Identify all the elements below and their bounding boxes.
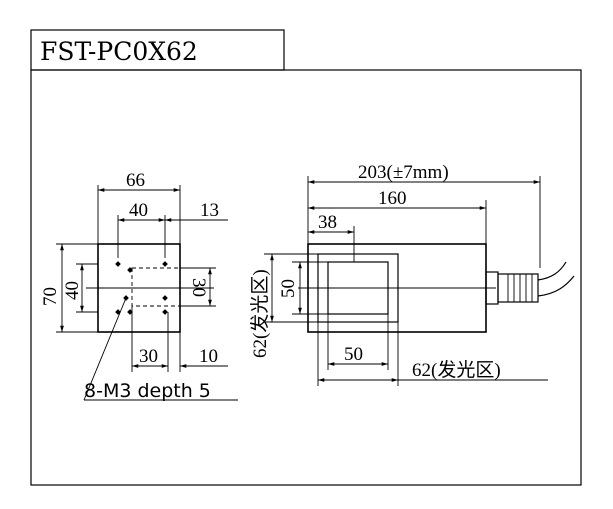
connector-knurl [497, 273, 539, 303]
cable-lower [537, 275, 575, 297]
dim-hole-spacing-v: 40 [62, 281, 83, 300]
mounting-holes [115, 261, 168, 315]
dim-emitting-width: 62(发光区) [412, 359, 501, 381]
hole-note: 8-M3 depth 5 [84, 380, 211, 402]
dim-edge-offset: 13 [200, 200, 219, 221]
cable [537, 261, 567, 281]
dim-inner-width: 50 [344, 344, 363, 365]
side-view: 203(±7mm) 160 38 62(发光区) 50 50 62(发光区) [249, 162, 575, 386]
dim-total-length: 203(±7mm) [358, 162, 449, 183]
dim-window-offset: 38 [318, 212, 337, 233]
dim-edge-offset-bottom: 10 [199, 346, 218, 367]
dim-window-height: 30 [188, 278, 209, 297]
page-title: FST-PC0X62 [40, 37, 198, 66]
dim-inner-height: 50 [278, 279, 299, 298]
front-window [131, 267, 181, 307]
dim-emitting-height: 62(发光区) [249, 269, 271, 358]
front-view: 66 40 13 70 40 30 30 10 8- [40, 170, 238, 402]
dim-window-width: 30 [139, 346, 158, 367]
connector-ridges [507, 274, 533, 302]
dim-body-length: 160 [378, 188, 407, 209]
dim-width-outer: 66 [126, 170, 145, 191]
dim-hole-spacing-h: 40 [129, 200, 148, 221]
dim-height-outer: 70 [40, 287, 61, 306]
title-box [30, 29, 285, 71]
drawing-frame [30, 69, 582, 486]
